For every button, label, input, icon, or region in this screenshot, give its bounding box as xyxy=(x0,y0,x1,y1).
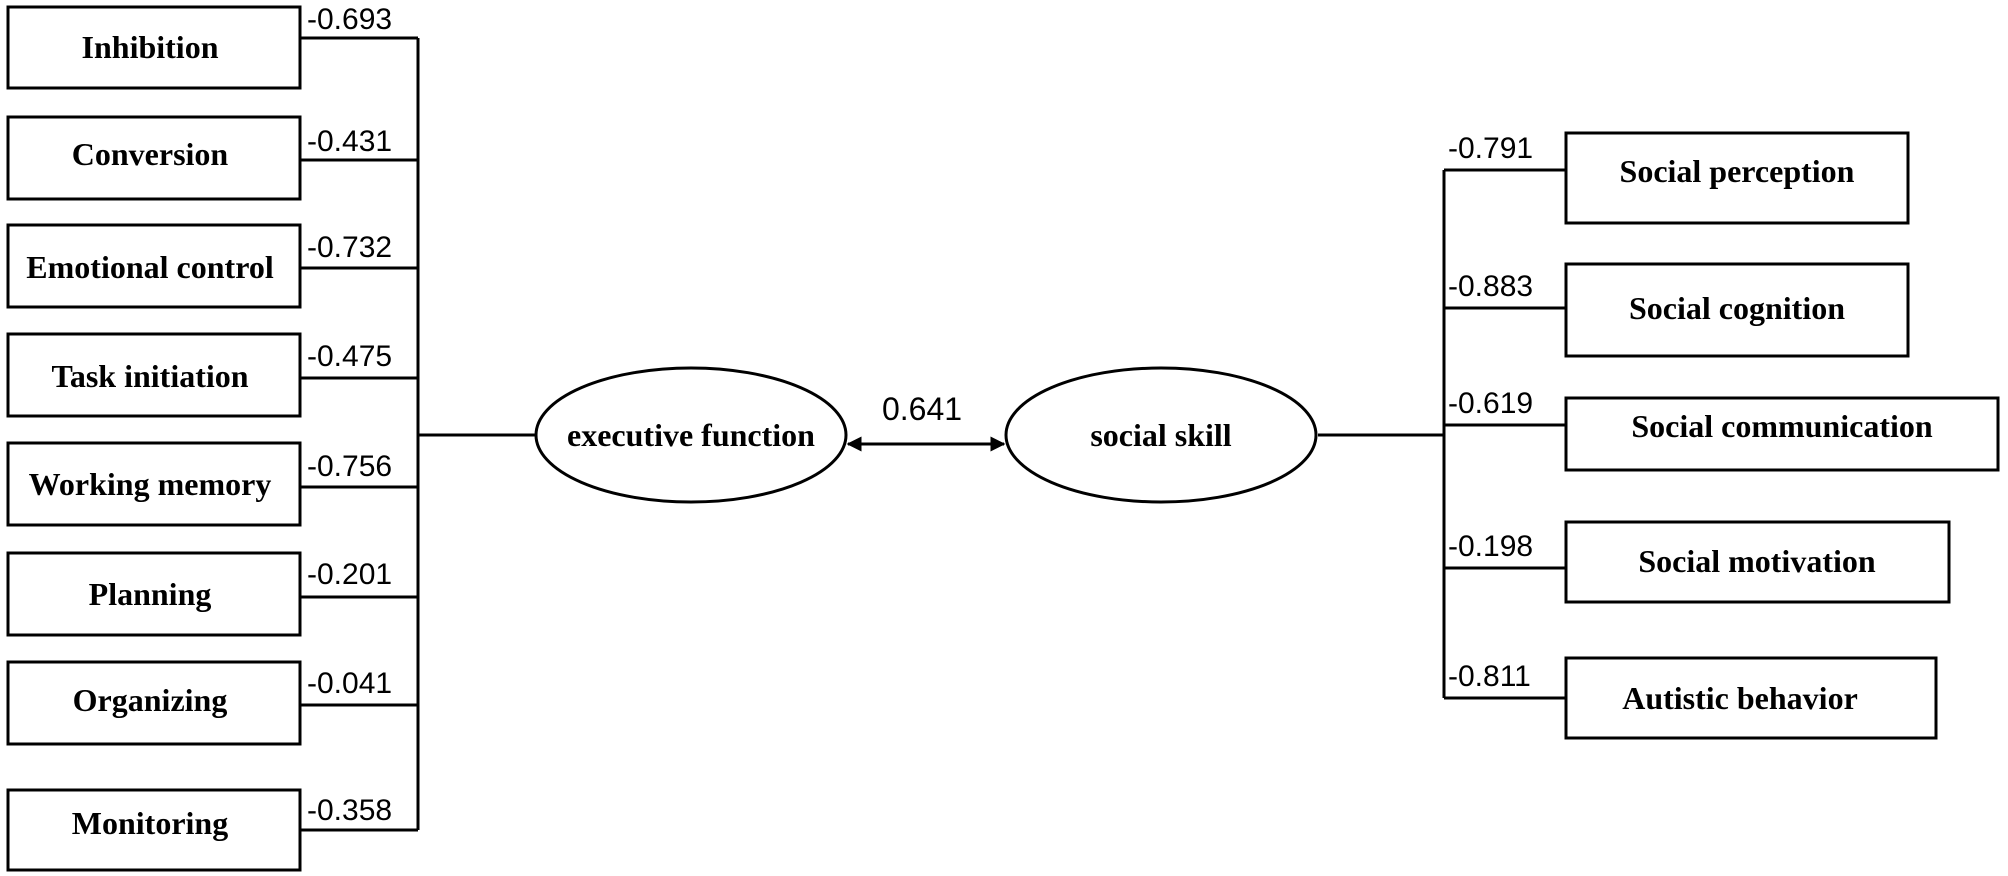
ef-indicator-label: Monitoring xyxy=(72,805,228,841)
ef-indicator-label: Planning xyxy=(89,576,212,612)
ef-indicator: Planning -0.201 xyxy=(6,551,418,637)
ef-loading-label: -0.756 xyxy=(307,450,392,483)
ef-loading-label: -0.693 xyxy=(307,3,392,36)
ef-loading-label: -0.431 xyxy=(307,125,392,158)
ss-indicator-box xyxy=(1564,262,1910,358)
ss-indicator-label: Autistic behavior xyxy=(1622,680,1858,716)
ef-indicator-label: Conversion xyxy=(72,136,229,172)
ss-indicator-box xyxy=(1564,396,2000,472)
ss-indicator-label: Social perception xyxy=(1620,153,1855,189)
ss-indicator: Social communication -0.619 xyxy=(1444,387,2000,472)
ef-indicator: Organizing -0.041 xyxy=(6,660,418,746)
ef-indicator: Working memory -0.756 xyxy=(6,441,418,527)
ss-loading-label: -0.198 xyxy=(1448,530,1533,563)
executive-function-ellipse xyxy=(534,366,848,504)
ef-indicator-box xyxy=(6,332,302,418)
ef-loading-label: -0.201 xyxy=(307,558,392,591)
ef-indicator-box xyxy=(6,115,302,201)
correlation-value: 0.641 xyxy=(882,391,962,427)
ef-loading-label: -0.358 xyxy=(307,794,392,827)
ef-indicator-label: Emotional control xyxy=(26,249,274,285)
ef-indicator-label: Organizing xyxy=(73,682,228,718)
ef-indicator-label: Task initiation xyxy=(51,358,248,394)
ef-loading-label: -0.041 xyxy=(307,667,392,700)
ss-indicator-label: Social motivation xyxy=(1638,543,1876,579)
ef-loading-label: -0.732 xyxy=(307,231,392,264)
ef-indicator-box xyxy=(6,788,302,872)
social-skill-ellipse xyxy=(1004,366,1318,504)
ss-indicator: Social perception -0.791 xyxy=(1444,131,1910,225)
ss-indicator-label: Social communication xyxy=(1631,408,1933,444)
ss-indicator-box xyxy=(1564,656,1938,740)
ef-indicator-box xyxy=(6,223,302,309)
ss-indicator-box xyxy=(1564,131,1910,225)
ef-indicator-box xyxy=(6,5,302,90)
ef-indicator: Conversion -0.431 xyxy=(6,115,418,201)
ss-indicator: Social cognition -0.883 xyxy=(1444,262,1910,358)
ef-loading-label: -0.475 xyxy=(307,340,392,373)
ss-indicator: Autistic behavior -0.811 xyxy=(1444,656,1938,740)
ef-indicator: Inhibition -0.693 xyxy=(6,3,418,90)
ef-indicator-label: Working memory xyxy=(29,466,272,502)
ss-indicator: Social motivation -0.198 xyxy=(1444,520,1951,604)
ss-loading-label: -0.791 xyxy=(1448,132,1533,165)
ss-indicator-label: Social cognition xyxy=(1629,290,1845,326)
ef-indicator: Monitoring -0.358 xyxy=(6,788,418,872)
ss-loading-label: -0.811 xyxy=(1448,660,1531,693)
social-skill-label: social skill xyxy=(1090,417,1231,453)
ef-indicator-box xyxy=(6,441,302,527)
ef-indicator: Task initiation -0.475 xyxy=(6,332,418,418)
ef-indicator: Emotional control -0.732 xyxy=(6,223,418,309)
ss-indicator-box xyxy=(1564,520,1951,604)
ef-indicator-label: Inhibition xyxy=(82,29,219,65)
ef-indicator-box xyxy=(6,551,302,637)
ss-loading-label: -0.883 xyxy=(1448,270,1533,303)
executive-function-label: executive function xyxy=(567,417,815,453)
ss-loading-label: -0.619 xyxy=(1448,387,1533,420)
ef-indicator-box xyxy=(6,660,302,746)
